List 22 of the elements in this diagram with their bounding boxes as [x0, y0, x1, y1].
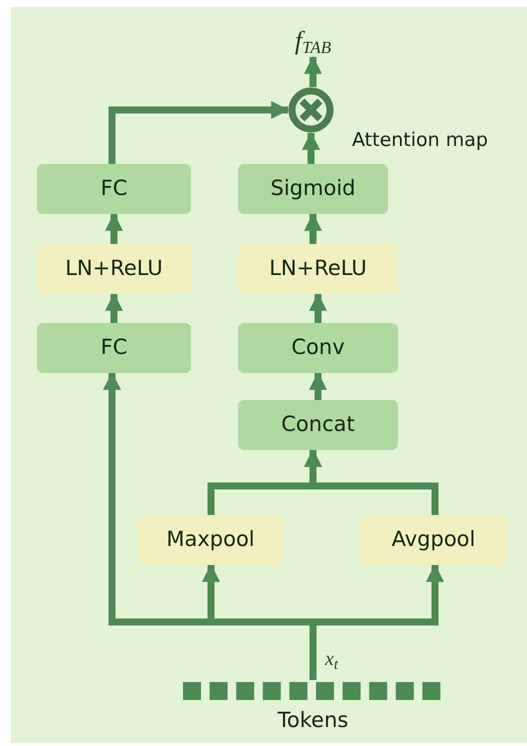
process-box: Maxpool	[138, 515, 283, 565]
arrow	[304, 56, 322, 87]
arrow	[304, 212, 322, 244]
arrow	[302, 132, 320, 164]
process-box: LN+ReLU	[238, 244, 398, 294]
process-box: FC	[37, 323, 191, 373]
arrow	[105, 212, 123, 244]
annotation-text: Attention map	[352, 128, 488, 153]
process-box: Sigmoid	[238, 164, 388, 214]
node-label: Tokens	[278, 710, 348, 731]
arrow	[309, 372, 327, 400]
arrow	[108, 101, 290, 164]
process-box: LN+ReLU	[37, 244, 191, 294]
process-box: FC	[37, 164, 191, 214]
process-box: Avgpool	[360, 515, 507, 565]
process-box: Conv	[238, 323, 398, 373]
variable-label: x$_{t}$	[325, 647, 338, 674]
process-box: Concat	[238, 400, 398, 450]
arrow	[105, 292, 123, 323]
arrow	[309, 292, 327, 323]
multiply-symbol	[288, 87, 334, 133]
output-label: f$_{TAB}$	[281, 24, 345, 57]
